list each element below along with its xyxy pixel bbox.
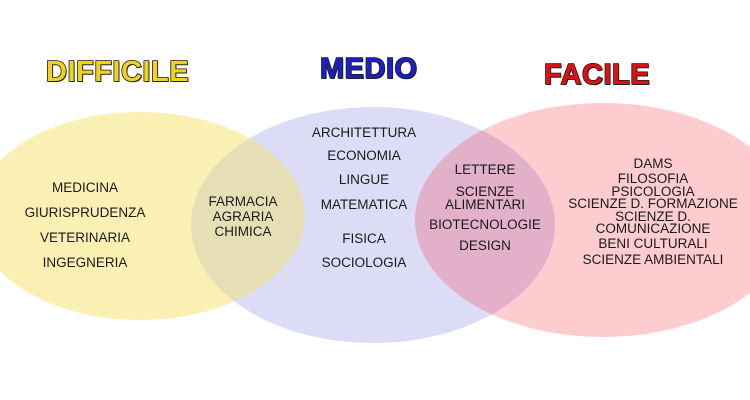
course-label: SCIENZE D. FORMAZIONE [568,196,738,212]
course-label: GIURISPRUDENZA [24,205,146,220]
course-label: AGRARIA [212,209,274,224]
facile-title: FACILE [543,58,651,92]
difficile-only-list: MEDICINA GIURISPRUDENZA VETERINARIA INGE… [0,180,170,280]
medio-facile-overlap [415,107,555,337]
course-label: INGEGNERIA [42,255,128,270]
medio-title: MEDIO [319,52,418,86]
course-label: VETERINARIA [39,230,131,245]
course-label: CHIMICA [214,224,272,239]
course-label: BENI CULTURALI [598,236,708,252]
course-label: DAMS [633,156,673,171]
course-label: LETTERE [454,162,516,177]
course-label: SOCIOLOGIA [321,255,407,270]
course-label: SCIENZE D. [615,208,691,224]
facile-only-list: DAMS FILOSOFIA PSICOLOGIA SCIENZE D. FOR… [553,156,750,268]
course-label: BIOTECNOLOGIE [429,217,541,232]
medio-only-list: ARCHITETTURA ECONOMIA LINGUE MATEMATICA … [287,125,441,271]
course-label: FILOSOFIA [617,171,689,186]
medio-facile-list: LETTERE SCIENZE ALIMENTARI BIOTECNOLOGIE… [412,163,558,253]
difficile-medio-list: FARMACIA AGRARIA CHIMICA [193,194,293,239]
course-label: LINGUE [338,172,390,187]
course-label: ALIMENTARI [444,197,525,212]
course-label: SCIENZE [455,184,515,199]
course-label: DESIGN [459,238,511,253]
course-label: ECONOMIA [327,148,401,163]
difficile-title: DIFFICILE [45,55,190,89]
course-label: FISICA [342,231,386,246]
course-label: COMUNICAZIONE [595,221,711,237]
course-label: MATEMATICA [320,197,408,212]
course-label: MEDICINA [51,180,118,195]
course-label: FARMACIA [208,194,278,209]
course-label: PSICOLOGIA [611,183,695,199]
course-label: ARCHITETTURA [311,125,417,140]
course-label: SCIENZE AMBIENTALI [582,252,724,268]
